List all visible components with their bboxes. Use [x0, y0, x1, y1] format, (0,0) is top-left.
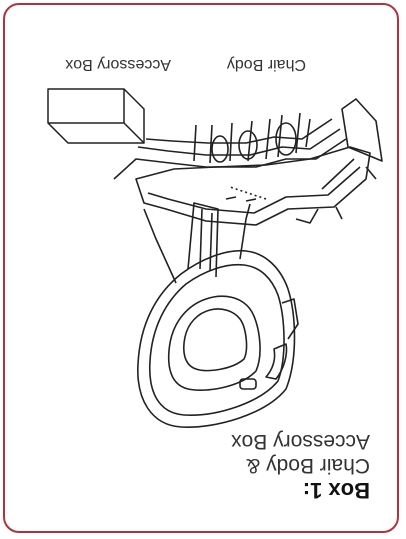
chair-body-label: Chair Body: [226, 56, 306, 73]
box-card: [3, 3, 399, 533]
accessory-box-label: Accessory Box: [65, 56, 171, 73]
chair-body-illustration: [113, 98, 383, 428]
accessory-box-illustration: [47, 88, 145, 144]
